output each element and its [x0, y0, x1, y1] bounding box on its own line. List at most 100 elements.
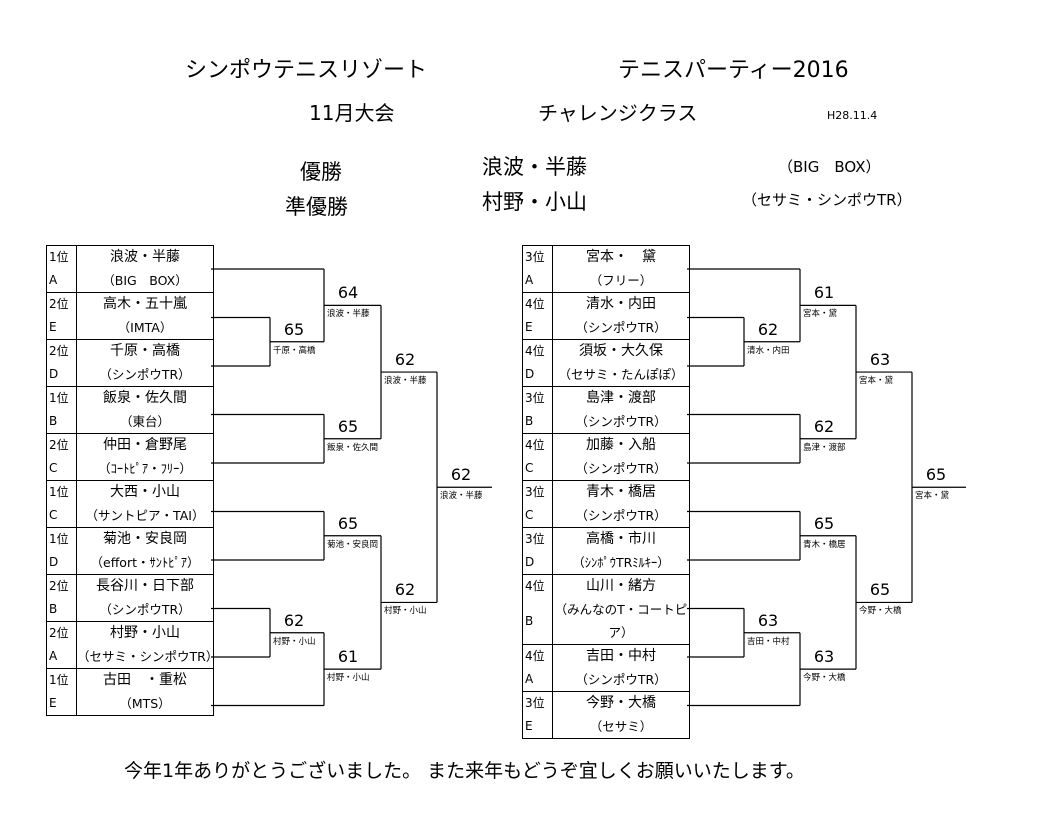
event-date: H28.11.4 — [827, 109, 878, 122]
match-score: 63 — [813, 647, 835, 667]
match-winner: 清水・内田 — [747, 345, 790, 356]
match-winner: 今野・大橋 — [803, 673, 846, 684]
champion-label: 優勝 — [300, 160, 342, 184]
pair-row-top: 1位大西・小山 — [46, 480, 214, 504]
match-winner: 村野・小山 — [273, 636, 316, 647]
match-score: 62 — [394, 350, 416, 370]
pair-row-top: 4位加藤・入船 — [522, 433, 690, 457]
tournament-title: 11月大会 — [309, 101, 395, 125]
pair-row-top: 3位宮本・ 黛 — [522, 245, 690, 269]
pair-name: 千原・高橋 — [76, 339, 214, 363]
pair-name: 青木・橋居 — [552, 480, 690, 504]
pair-club: （東台） — [76, 410, 214, 434]
pair-row-bottom: E（セサミ） — [522, 715, 690, 739]
pair-club: （シンポウTR） — [76, 363, 214, 387]
pair-name: 吉田・中村 — [552, 644, 690, 668]
pair-rank: 3位 — [522, 386, 553, 410]
match-winner: 宮本・黛 — [859, 376, 894, 387]
pair-name: 加藤・入船 — [552, 433, 690, 457]
pair-rank: 2位 — [46, 433, 77, 457]
match-score: 62 — [283, 610, 305, 630]
pair-row-bottom: B（シンポウTR） — [46, 598, 214, 622]
match-winner: 宮本・黛 — [803, 309, 838, 320]
pair-row-bottom: D（effort・ｻﾝﾄﾋﾟｱ） — [46, 551, 214, 575]
pair-name: 飯泉・佐久間 — [76, 386, 214, 410]
pair-name: 仲田・倉野尾 — [76, 433, 214, 457]
pair-name: 村野・小山 — [76, 621, 214, 645]
venue-title: シンポウテニスリゾート — [185, 58, 428, 83]
pair-row-top: 2位千原・高橋 — [46, 339, 214, 363]
pair-name: 長谷川・日下部 — [76, 574, 214, 598]
pair-rank: 4位 — [522, 292, 553, 316]
pair-row-bottom: A（BIG BOX） — [46, 269, 214, 293]
runner-up-club: （セサミ・シンポウTR） — [742, 191, 912, 209]
pair-rank: 4位 — [522, 644, 553, 668]
pair-club: （シンポウTR） — [552, 668, 690, 692]
pair-name: 須坂・大久保 — [552, 339, 690, 363]
match-score: 65 — [337, 416, 359, 436]
pair-name: 浪波・半藤 — [76, 245, 214, 269]
pair-row-top: 4位吉田・中村 — [522, 644, 690, 668]
pair-name: 古田 ・重松 — [76, 668, 214, 692]
pair-rank: 2位 — [46, 621, 77, 645]
event-title: テニスパーティー2016 — [618, 58, 849, 83]
match-winner: 村野・小山 — [384, 606, 427, 617]
match-score: 62 — [813, 416, 835, 436]
pair-row-top: 2位高木・五十嵐 — [46, 292, 214, 316]
pair-club: （サントピア・TAI） — [76, 504, 214, 528]
match-score: 65 — [337, 513, 359, 533]
match-winner: 浪波・半藤 — [327, 309, 370, 320]
pair-row-bottom: B（みんなのT・コートピア） — [522, 598, 690, 645]
match-score: 65 — [869, 580, 891, 600]
pair-row-bottom: B（シンポウTR） — [522, 410, 690, 434]
pair-row-bottom: B（東台） — [46, 410, 214, 434]
match-score: 62 — [757, 319, 779, 339]
pair-row-top: 4位山川・緒方 — [522, 574, 690, 598]
pair-club: （みんなのT・コートピア） — [552, 598, 690, 645]
pair-row-top: 3位青木・橋居 — [522, 480, 690, 504]
pair-row-top: 1位浪波・半藤 — [46, 245, 214, 269]
pair-club: （MTS） — [76, 692, 214, 716]
pair-row-top: 1位菊池・安良岡 — [46, 527, 214, 551]
runner-up-name: 村野・小山 — [482, 190, 587, 214]
match-score: 62 — [394, 580, 416, 600]
pair-row-bottom: E（MTS） — [46, 692, 214, 716]
pair-club: （フリー） — [552, 269, 690, 293]
match-winner: 千原・高橋 — [273, 345, 316, 356]
match-score: 61 — [813, 283, 835, 303]
pair-row-bottom: D（ｼﾝﾎﾟｳTRﾐﾙｷｰ） — [522, 551, 690, 575]
match-winner: 浪波・半藤 — [440, 491, 483, 502]
pair-club: （セサミ・たんぽぽ） — [552, 363, 690, 387]
pair-name: 菊池・安良岡 — [76, 527, 214, 551]
pair-name: 高橋・市川 — [552, 527, 690, 551]
pair-club: （IMTA） — [76, 316, 214, 340]
pair-name: 大西・小山 — [76, 480, 214, 504]
pair-club: （シンポウTR） — [552, 410, 690, 434]
pair-row-bottom: A（セサミ・シンポウTR） — [46, 645, 218, 669]
match-score: 65 — [925, 465, 947, 485]
pair-name: 今野・大橋 — [552, 691, 690, 715]
pair-row-top: 4位清水・内田 — [522, 292, 690, 316]
pair-row-bottom: C（シンポウTR） — [522, 457, 690, 481]
runner-up-label: 準優勝 — [285, 195, 348, 219]
match-winner: 菊池・安良岡 — [327, 539, 379, 550]
pair-club: （ｼﾝﾎﾟｳTRﾐﾙｷｰ） — [552, 551, 690, 575]
pair-row-top: 3位高橋・市川 — [522, 527, 690, 551]
champion-club: （BIG BOX） — [778, 158, 881, 176]
pair-name: 宮本・ 黛 — [552, 245, 690, 269]
pair-row-bottom: D（セサミ・たんぽぽ） — [522, 363, 690, 387]
match-winner: 宮本・黛 — [915, 491, 950, 502]
match-winner: 飯泉・佐久間 — [327, 442, 379, 453]
pair-row-bottom: D（シンポウTR） — [46, 363, 214, 387]
pair-row-top: 3位島津・渡部 — [522, 386, 690, 410]
footer-message: 今年1年ありがとうございました。 また来年もどうぞ宜しくお願いいたします。 — [124, 760, 805, 782]
pair-row-bottom: C（ｺｰﾄﾋﾟｱ・ﾌﾘｰ） — [46, 457, 214, 481]
match-winner: 吉田・中村 — [747, 636, 790, 647]
pair-row-bottom: C（サントピア・TAI） — [46, 504, 214, 528]
pair-row-top: 3位今野・大橋 — [522, 691, 690, 715]
match-winner: 島津・渡部 — [803, 442, 846, 453]
pair-row-top: 2位長谷川・日下部 — [46, 574, 214, 598]
match-score: 61 — [337, 647, 359, 667]
